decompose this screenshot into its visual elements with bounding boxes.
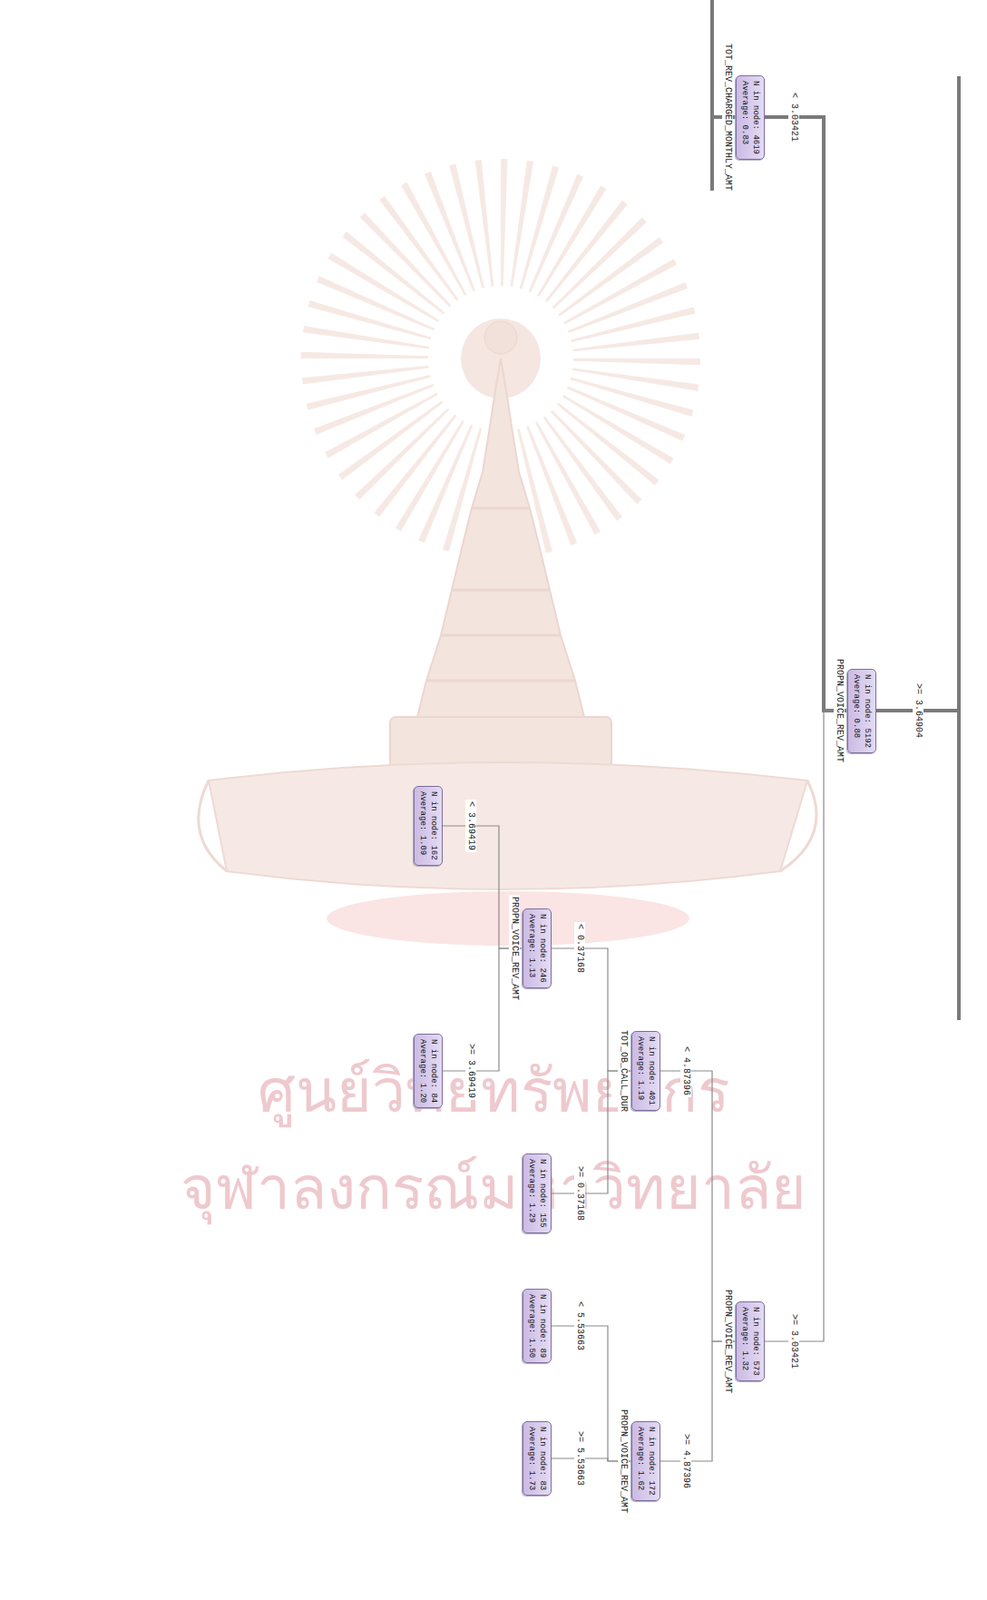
tree-node: N in node: 83Average: 1.73 bbox=[522, 1420, 552, 1496]
node-count: N in node: 172 bbox=[645, 1426, 657, 1496]
node-count: N in node: 401 bbox=[645, 1035, 657, 1105]
branch-condition: < 3.03421 bbox=[788, 90, 800, 144]
tree-node: N in node: 84Average: 1.20 bbox=[413, 1033, 443, 1108]
tree-node: N in node: 162Average: 1.09 bbox=[413, 785, 443, 866]
tree-branch bbox=[764, 117, 848, 711]
node-average: Average: 1.29 bbox=[526, 1158, 538, 1228]
split-variable: PROPN_VOICE_REV_AMT bbox=[617, 1407, 629, 1515]
tree-node: N in node: 401Average: 1.19 bbox=[631, 1030, 661, 1111]
split-variable: TOT_REV_CHARGED_MONTHLY_AMT bbox=[722, 41, 733, 193]
split-variable: PROPN_VOICE_REV_AMT bbox=[833, 656, 845, 764]
tree-node: N in node: 4619Average: 0.83 bbox=[735, 75, 765, 160]
node-average: Average: 0.83 bbox=[739, 80, 751, 155]
branch-condition: >= 3.64904 bbox=[912, 681, 924, 740]
node-average: Average: 1.73 bbox=[526, 1426, 538, 1490]
emblem-tiers bbox=[426, 508, 576, 681]
emblem-base bbox=[326, 890, 690, 946]
node-average: Average: 0.88 bbox=[850, 674, 862, 748]
emblem-bulb bbox=[484, 321, 518, 354]
tree-node: N in node: 155Average: 1.29 bbox=[522, 1153, 552, 1233]
offpage-split-bar bbox=[957, 76, 961, 1020]
node-count: N in node: 84 bbox=[428, 1038, 440, 1103]
node-count: N in node: 89 bbox=[537, 1293, 548, 1358]
tree-node: N in node: 5192Average: 0.88 bbox=[847, 668, 877, 753]
branch-condition: < 5.53663 bbox=[574, 1299, 586, 1352]
node-count: N in node: 83 bbox=[537, 1426, 548, 1490]
tree-node: N in node: 172Average: 1.62 bbox=[631, 1420, 661, 1501]
tree-branch bbox=[764, 710, 848, 1341]
split-variable: TOT_OB_CALL_DUR bbox=[617, 1027, 629, 1114]
emblem-spire bbox=[417, 358, 585, 717]
node-average: Average: 1.13 bbox=[526, 913, 538, 983]
node-average: Average: 1.19 bbox=[635, 1035, 646, 1105]
node-average: Average: 1.09 bbox=[417, 791, 429, 860]
tree-node: N in node: 573Average: 1.32 bbox=[735, 1300, 765, 1381]
node-average: Average: 1.32 bbox=[739, 1306, 751, 1376]
node-count: N in node: 162 bbox=[428, 791, 440, 860]
node-count: N in node: 155 bbox=[537, 1158, 548, 1228]
branch-condition: >= 3.03421 bbox=[788, 1311, 800, 1370]
branch-condition: >= 0.37168 bbox=[574, 1163, 586, 1222]
branch-condition: < 0.37168 bbox=[574, 921, 586, 975]
node-count: N in node: 4619 bbox=[750, 80, 762, 155]
node-average: Average: 1.20 bbox=[417, 1038, 429, 1103]
branch-condition: < 4.87396 bbox=[680, 1044, 692, 1097]
node-average: Average: 1.50 bbox=[526, 1293, 538, 1358]
split-variable: PROPN_VOICE_REV_AMT bbox=[508, 894, 520, 1002]
tree-node: N in node: 89Average: 1.50 bbox=[522, 1288, 552, 1363]
branch-condition: >= 3.69419 bbox=[465, 1041, 477, 1100]
emblem-drapery-ends bbox=[198, 780, 817, 871]
node-count: N in node: 573 bbox=[750, 1306, 762, 1376]
emblem-drapery bbox=[208, 762, 808, 890]
split-variable: PROPN_VOICE_REV_AMT bbox=[722, 1287, 733, 1395]
branch-condition: < 3.69419 bbox=[465, 799, 477, 852]
node-average: Average: 1.62 bbox=[635, 1426, 646, 1496]
tree-node: N in node: 246Average: 1.13 bbox=[522, 908, 552, 988]
branch-condition: >= 4.87396 bbox=[680, 1431, 692, 1490]
node-count: N in node: 5192 bbox=[861, 674, 873, 748]
node-count: N in node: 246 bbox=[537, 913, 548, 983]
branch-condition: >= 5.53663 bbox=[574, 1428, 586, 1487]
offpage-split-bar bbox=[710, 0, 714, 191]
